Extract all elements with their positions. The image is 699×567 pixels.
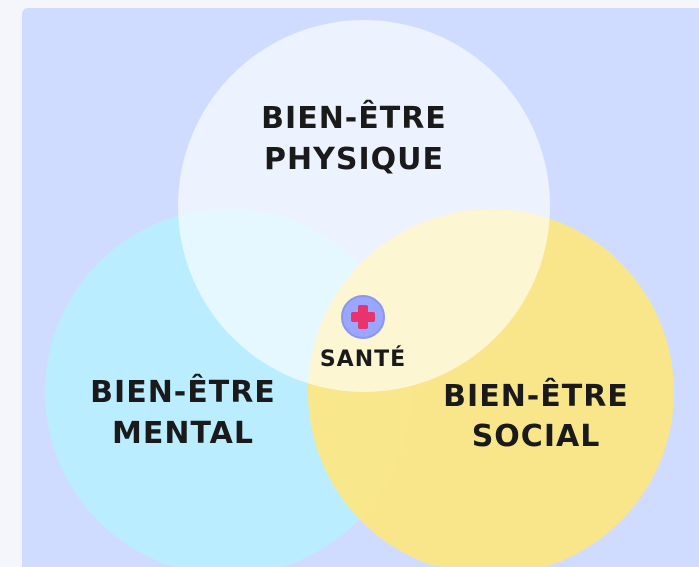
medical-cross-icon	[341, 295, 385, 339]
label-mental-line1: BIEN-ÊTRE	[90, 374, 276, 410]
diagram-panel: BIEN-ÊTRE PHYSIQUE BIEN-ÊTRE MENTAL BIEN…	[22, 8, 699, 567]
label-physique-line2: PHYSIQUE	[264, 142, 444, 177]
label-sante: SANTÉ	[320, 346, 406, 372]
label-social-line2: SOCIAL	[472, 419, 601, 454]
label-social-line1: BIEN-ÊTRE	[443, 378, 629, 414]
circle-bien-etre-physique	[178, 20, 550, 392]
label-physique-line1: BIEN-ÊTRE	[261, 100, 447, 136]
venn-diagram: BIEN-ÊTRE PHYSIQUE BIEN-ÊTRE MENTAL BIEN…	[45, 20, 674, 567]
label-mental-line2: MENTAL	[112, 416, 254, 451]
